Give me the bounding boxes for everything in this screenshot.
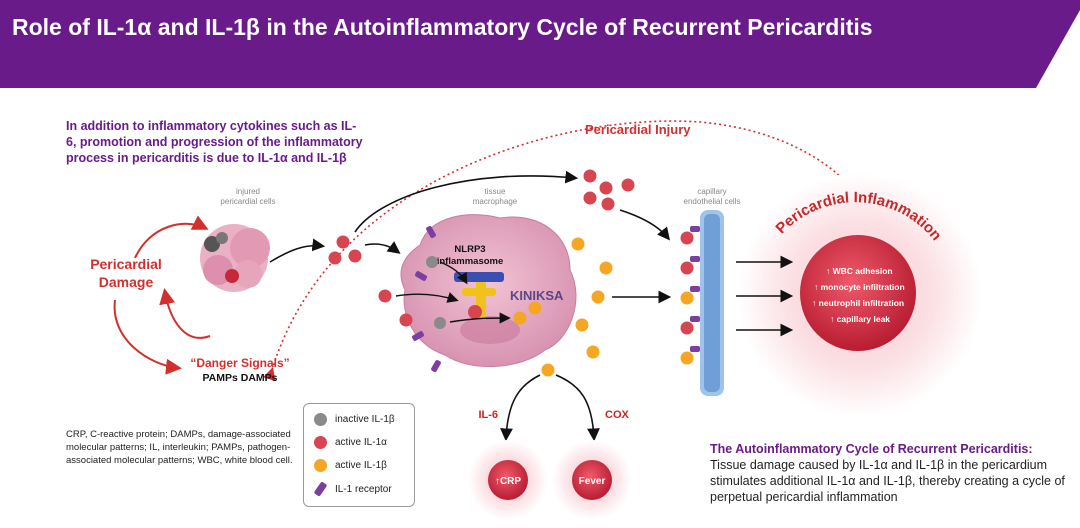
capillary-endothelial-cells <box>700 210 724 396</box>
summary-body: Tissue damage caused by IL-1α and IL-1β … <box>710 458 1065 504</box>
legend-active-b-label: active IL-1β <box>335 459 387 471</box>
macrophage-il1-receptors <box>412 226 441 372</box>
inflammation-core <box>800 235 916 351</box>
arrow-to-il6 <box>500 374 541 442</box>
macrophage-internal-arrows <box>395 261 511 324</box>
injured-cells-label-line2: pericardial cells <box>220 197 275 206</box>
inactive-il1b-icon <box>314 412 327 426</box>
inflammation-arrows <box>736 255 794 337</box>
legend: inactive IL-1β active IL-1α active IL-1β… <box>303 403 415 507</box>
arrow-to-cox <box>555 374 600 442</box>
pericardial-damage-label-line2: Damage <box>99 274 154 290</box>
legend-inactive-label: inactive IL-1β <box>335 413 395 425</box>
crp-orb <box>488 460 528 500</box>
crp-label: ↑CRP <box>495 476 521 487</box>
capillary-label: capillary <box>697 187 726 196</box>
arrow-cluster-to-capillary <box>619 209 671 241</box>
capillary-receptors <box>690 226 700 352</box>
active-il1a-icon <box>314 435 327 449</box>
nlrp3-label: NLRP3 <box>454 244 485 255</box>
arrow-to-capillary-cluster <box>354 170 579 233</box>
macrophage-cytokines <box>378 256 542 329</box>
capillary-label-line2: endothelial cells <box>684 197 741 206</box>
danger-signals-label: “Danger Signals” <box>190 356 289 370</box>
summary-block: The Autoinflammatory Cycle of Recurrent … <box>710 441 1070 505</box>
released-il1a-cluster <box>328 235 362 265</box>
cox-label: COX <box>605 409 630 421</box>
legend-active-il1b: active IL-1β <box>314 456 387 474</box>
il6-label: IL-6 <box>478 409 498 421</box>
legend-active-il1a: active IL-1α <box>314 433 387 451</box>
fever-label: Fever <box>579 476 606 487</box>
legend-active-a-label: active IL-1α <box>335 436 387 448</box>
macrophage-label-line2: macrophage <box>473 197 518 206</box>
injured-cells-label: injured <box>236 187 260 196</box>
arrow-cytokines-to-macrophage <box>364 241 401 254</box>
abbreviations-footnote: CRP, C-reactive protein; DAMPs, damage-a… <box>66 429 293 466</box>
header-banner: Role of IL-1α and IL-1β in the Autoinfla… <box>0 0 1080 88</box>
il1-receptor-icon <box>313 481 328 497</box>
arrow-cells-to-cytokines <box>269 238 326 263</box>
active-il1b-icon <box>314 458 327 472</box>
header-background <box>0 0 1080 88</box>
macrophage-label: tissue <box>485 187 506 196</box>
inflammasome-label: inflammasome <box>437 256 504 267</box>
injured-pericardial-cells <box>200 224 270 292</box>
effect-capillary-leak: ↑ capillary leak <box>830 314 890 324</box>
inflammation-effects: ↑ WBC adhesion ↑ monocyte infiltration ↑… <box>812 266 905 324</box>
fever-orb <box>572 460 612 500</box>
branch-il1b <box>541 363 555 377</box>
legend-inactive-il1b: inactive IL-1β <box>314 410 395 428</box>
page-title: Role of IL-1α and IL-1β in the Autoinfla… <box>12 14 873 40</box>
intro-text: In addition to inflammatory cytokines su… <box>66 119 363 165</box>
pericardial-damage-label: Pericardial <box>90 256 162 272</box>
damage-cycle-arrows <box>113 215 211 375</box>
kiniksa-watermark: KINIKSA <box>510 288 564 303</box>
legend-receptor-label: IL-1 receptor <box>335 483 392 495</box>
capillary-bound-cytokines <box>680 231 694 365</box>
pamps-damps-label: PAMPs DAMPs <box>202 372 277 384</box>
capillary-il1a-cluster <box>583 169 635 211</box>
effect-monocyte-infiltration: ↑ monocyte infiltration <box>814 282 905 292</box>
pericardial-injury-label: Pericardial Injury <box>585 122 691 137</box>
legend-il1-receptor: IL-1 receptor <box>313 480 392 498</box>
effect-wbc-adhesion: ↑ WBC adhesion <box>826 266 893 276</box>
summary-title: The Autoinflammatory Cycle of Recurrent … <box>710 442 1033 456</box>
effect-neutrophil-infiltration: ↑ neutrophil infiltration <box>812 298 904 308</box>
released-il1b <box>571 237 613 359</box>
autoinflammatory-cycle-diagram: Pericardial Injury Pericardial Inflammat… <box>90 120 982 520</box>
